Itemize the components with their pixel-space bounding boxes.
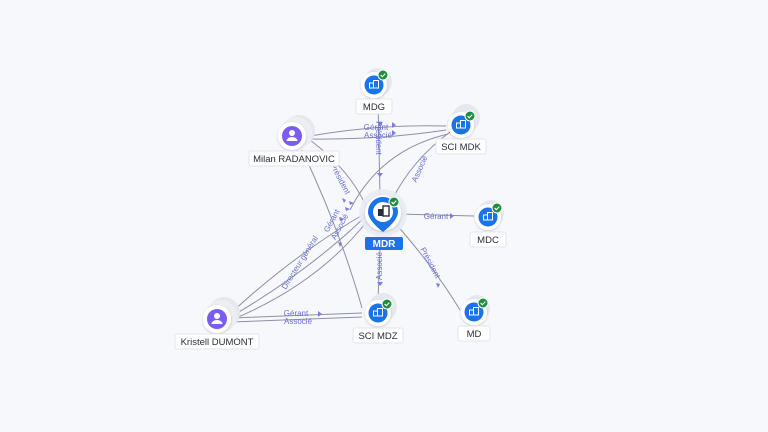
edge-label: Directeur général bbox=[280, 234, 320, 291]
node-milan-radanovic[interactable]: Milan RADANOVIC bbox=[248, 115, 340, 167]
verified-check-icon bbox=[464, 110, 476, 122]
building-icon bbox=[483, 212, 493, 221]
edge-scimdk-mdr[interactable] bbox=[391, 131, 451, 201]
arrow-head bbox=[377, 122, 383, 126]
node-md[interactable]: MD bbox=[457, 295, 491, 342]
verified-check-icon bbox=[381, 298, 393, 310]
arrow-head bbox=[342, 198, 346, 203]
node-label: MDC bbox=[477, 235, 499, 246]
arrow-head bbox=[392, 122, 396, 128]
node-mdr[interactable]: MDR bbox=[359, 189, 407, 250]
arrow-head bbox=[345, 207, 350, 211]
edges bbox=[231, 97, 475, 323]
arrow-head bbox=[392, 130, 396, 136]
person-icon bbox=[211, 313, 223, 324]
arrow-head bbox=[318, 311, 322, 317]
arrow-head bbox=[450, 213, 454, 219]
node-sci-mdz[interactable]: SCI MDZ bbox=[352, 293, 404, 344]
edge-kristell-mdr-dg[interactable] bbox=[231, 211, 369, 313]
edge-label: Associé bbox=[410, 154, 430, 184]
edge-kristell-mdr-gerant[interactable] bbox=[233, 215, 367, 316]
building-icon bbox=[469, 307, 479, 316]
arrow-head bbox=[436, 283, 440, 288]
node-label: MD bbox=[467, 329, 482, 340]
verified-check-icon bbox=[477, 297, 489, 309]
arrow-head bbox=[377, 173, 383, 177]
person-icon bbox=[286, 130, 298, 141]
building-icon bbox=[373, 308, 383, 317]
building-icon bbox=[369, 80, 379, 89]
arrow-head bbox=[339, 217, 344, 221]
verified-check-icon bbox=[388, 196, 400, 208]
node-kristell-dumont[interactable]: Kristell DUMONT bbox=[174, 297, 260, 350]
node-label: MDR bbox=[373, 239, 397, 250]
edge-label: Gérant bbox=[364, 123, 389, 132]
node-mdc[interactable]: MDC bbox=[469, 200, 507, 248]
edge-label: Associé bbox=[284, 317, 313, 326]
verified-check-icon bbox=[377, 69, 389, 81]
edge-label: Président bbox=[418, 246, 442, 281]
node-sci-mdk[interactable]: SCI MDK bbox=[435, 104, 487, 155]
arrow-head bbox=[349, 201, 354, 205]
building-icon bbox=[378, 205, 390, 217]
edge-label: Gérant bbox=[424, 212, 449, 221]
node-mdg[interactable]: MDG bbox=[355, 68, 393, 115]
node-label: Milan RADANOVIC bbox=[253, 154, 335, 165]
edge-milan-mdr[interactable] bbox=[309, 139, 367, 207]
edge-label: Associé bbox=[364, 131, 393, 140]
arrow-heads bbox=[318, 122, 454, 317]
verified-check-icon bbox=[491, 202, 503, 214]
edge-milan-scimdk-gerant[interactable] bbox=[309, 125, 447, 137]
edge-kristell-mdr-associe[interactable] bbox=[235, 219, 369, 319]
edge-kristell-scimdz-gerant[interactable] bbox=[231, 312, 363, 319]
edge-kristell-scimdz-associe[interactable] bbox=[231, 316, 363, 323]
arrow-head bbox=[338, 242, 342, 247]
node-label: Kristell DUMONT bbox=[181, 337, 254, 348]
edge-mdr-md[interactable] bbox=[395, 223, 461, 311]
node-label: SCI MDZ bbox=[358, 331, 397, 342]
edge-scimdk-mdr-2[interactable] bbox=[349, 133, 449, 211]
edge-label: Gérant bbox=[284, 309, 309, 318]
edge-milan-scimdz[interactable] bbox=[301, 149, 363, 309]
edge-milan-scimdk-associe[interactable] bbox=[309, 129, 447, 140]
edge-mdr-scimdz[interactable] bbox=[377, 249, 381, 301]
edge-label: Président bbox=[374, 121, 383, 156]
node-label: MDG bbox=[363, 102, 385, 113]
building-icon bbox=[456, 120, 466, 129]
edge-mdr-mdc[interactable] bbox=[397, 213, 475, 217]
arrow-head bbox=[377, 282, 383, 286]
edge-label: Associé bbox=[375, 251, 384, 280]
node-label: SCI MDK bbox=[441, 142, 481, 153]
